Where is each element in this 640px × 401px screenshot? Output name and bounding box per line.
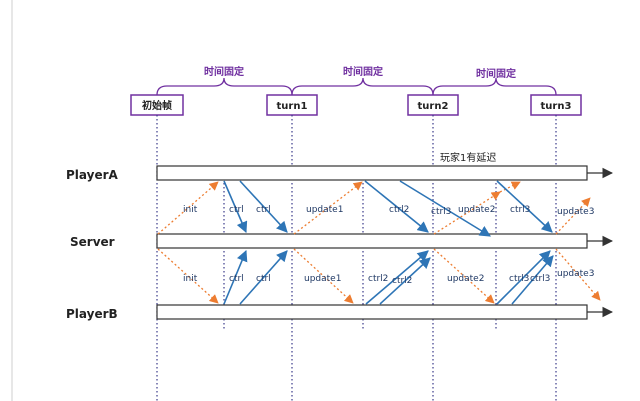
delay-note: 玩家1有延迟 bbox=[440, 151, 496, 164]
label-a-ctrl2: ctrl2 bbox=[389, 205, 409, 215]
label-a-update2: update2 bbox=[458, 205, 495, 215]
bracket-label-2: 时间固定 bbox=[343, 65, 383, 78]
label-a-ctrl-2: ctrl bbox=[256, 205, 271, 215]
label-b-ctrl3-2: ctrl3 bbox=[530, 274, 550, 284]
arrow-a-update1 bbox=[293, 181, 363, 235]
arrow-b-ctrl3-1 bbox=[496, 250, 551, 305]
label-b-ctrl3-1: ctrl3 bbox=[509, 274, 529, 284]
lane-label-playera: PlayerA bbox=[66, 168, 119, 182]
label-b-update2: update2 bbox=[447, 274, 484, 284]
arrow-b-ctrl2-2 bbox=[379, 257, 431, 305]
label-b-ctrl-1: ctrl bbox=[229, 274, 244, 284]
lane-label-playerb: PlayerB bbox=[66, 307, 118, 321]
label-a-ctrl3: ctrl3 bbox=[510, 205, 530, 215]
turn-label-1: turn1 bbox=[277, 101, 308, 112]
lane-bar-playerb bbox=[156, 304, 588, 320]
arrow-a-ctrl3-long bbox=[399, 180, 491, 237]
arrow-a-update3 bbox=[555, 197, 591, 235]
bracket-label-1: 时间固定 bbox=[204, 65, 244, 78]
lane-bar-playera bbox=[156, 165, 588, 181]
arrow-b-ctrl3-2 bbox=[511, 255, 554, 305]
turn-label-2: turn2 bbox=[418, 101, 449, 112]
label-b-ctrl-2: ctrl bbox=[256, 274, 271, 284]
lane-bar-server bbox=[156, 233, 588, 249]
arrow-b-ctrl-1 bbox=[223, 249, 248, 305]
arrow-a-update2-tail bbox=[499, 181, 521, 193]
label-a-init: init bbox=[183, 205, 198, 215]
arrow-b-ctrl-2 bbox=[239, 250, 288, 305]
arrow-a-ctrl2 bbox=[364, 180, 429, 233]
label-b-ctrl2-1: ctrl2 bbox=[368, 274, 388, 284]
lane-label-server: Server bbox=[70, 235, 115, 249]
bracket-label-3: 时间固定 bbox=[476, 67, 516, 80]
arrow-a-ctrl-1 bbox=[223, 180, 248, 234]
label-b-init: init bbox=[183, 274, 198, 284]
label-a-ctrl3-long: ctrl3 bbox=[431, 207, 451, 217]
turn-label-0: 初始帧 bbox=[142, 99, 172, 112]
label-a-ctrl-1: ctrl bbox=[229, 205, 244, 215]
bracket-3 bbox=[432, 77, 557, 96]
arrow-b-ctrl2-1 bbox=[365, 250, 429, 305]
label-b-update3: update3 bbox=[557, 269, 594, 279]
label-b-update1: update1 bbox=[304, 274, 341, 284]
label-b-ctrl2-2: ctrl2 bbox=[392, 276, 412, 286]
arrow-a-ctrl-2 bbox=[239, 180, 288, 233]
label-a-update3: update3 bbox=[557, 207, 594, 217]
arrow-a-ctrl3 bbox=[496, 180, 553, 233]
label-a-update1: update1 bbox=[306, 205, 343, 215]
turn-label-3: turn3 bbox=[541, 101, 572, 112]
bracket-1 bbox=[156, 77, 293, 96]
bracket-2 bbox=[291, 77, 434, 96]
